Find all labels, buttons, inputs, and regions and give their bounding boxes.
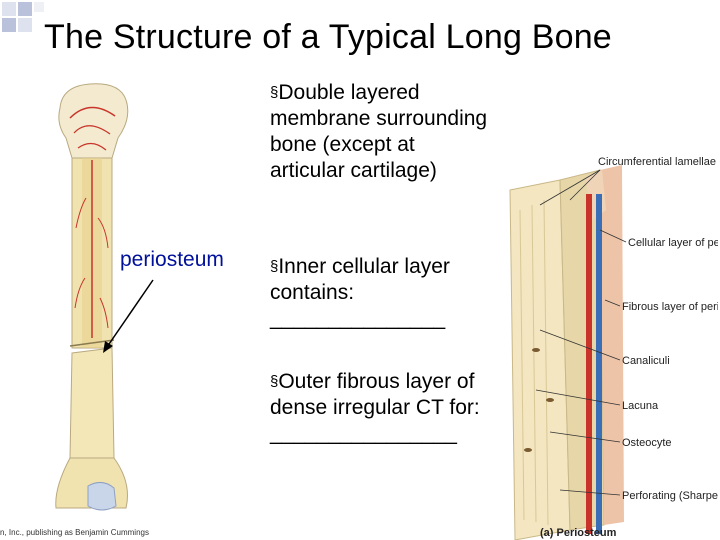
bullet-marker: § xyxy=(270,84,279,101)
bullet-inner-layer: §Inner cellular layer contains: ________… xyxy=(270,254,490,332)
label-cellular-layer: Cellular layer of periosteum xyxy=(628,237,718,249)
bullet-text: Double layered membrane surrounding bone… xyxy=(270,81,488,182)
label-lacuna: Lacuna xyxy=(622,400,659,412)
bullet-text: Outer fibrous layer of dense irregular C… xyxy=(270,370,480,419)
bullet-marker: § xyxy=(270,258,279,275)
periosteum-pointer-arrow xyxy=(103,279,154,353)
label-perforating-fibers: Perforating (Sharpey's) fibers xyxy=(622,490,718,502)
corner-squares-decoration xyxy=(2,2,44,32)
label-fibrous-layer: Fibrous layer of periosteum xyxy=(622,301,718,313)
bullet-text: Inner cellular layer contains: xyxy=(270,255,450,304)
bullet-outer-layer: §Outer fibrous layer of dense irregular … xyxy=(270,369,490,447)
periosteum-label: periosteum xyxy=(120,248,224,271)
long-bone-illustration xyxy=(55,83,129,511)
label-osteocyte: Osteocyte xyxy=(622,437,672,449)
label-canaliculi: Canaliculi xyxy=(622,355,670,367)
fill-in-blank: ________________ xyxy=(270,422,457,445)
bullet-double-layered: §Double layered membrane surrounding bon… xyxy=(270,80,490,184)
figure-credit: n, Inc., publishing as Benjamin Cummings xyxy=(0,528,149,537)
bullet-marker: § xyxy=(270,373,279,390)
periosteum-histology-illustration: Circumferential lamellae Cellular layer … xyxy=(509,156,718,540)
periosteum-caption: (a) Periosteum xyxy=(540,527,617,539)
slide-title: The Structure of a Typical Long Bone xyxy=(44,18,612,56)
fill-in-blank: _______________ xyxy=(270,307,446,330)
label-circumferential-lamellae: Circumferential lamellae xyxy=(598,156,716,168)
